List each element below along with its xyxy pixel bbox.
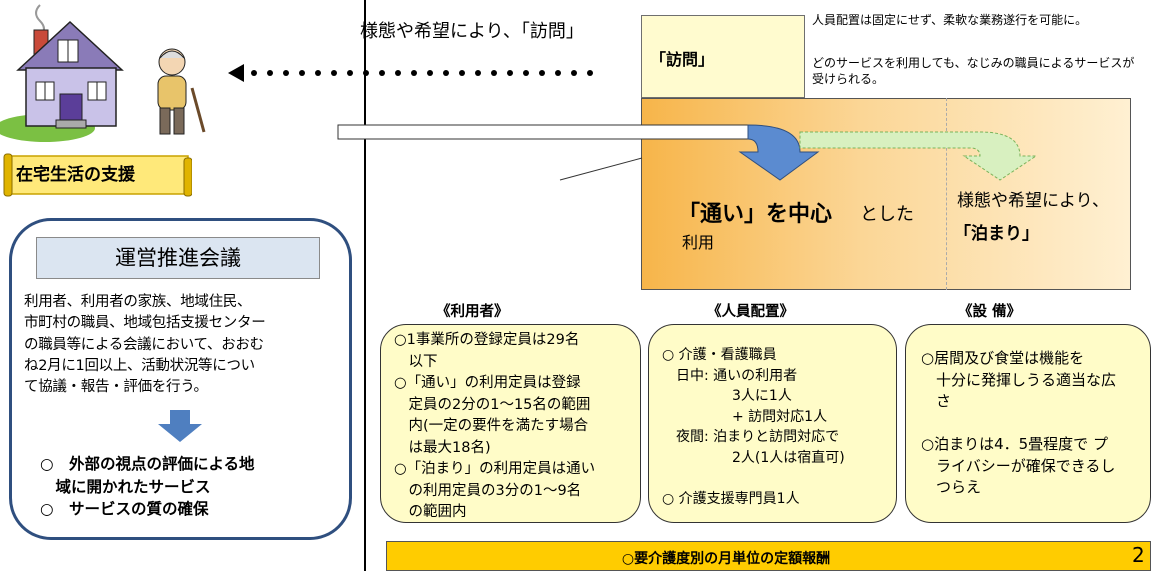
council-description: 利用者、利用者の家族、地域住民、 市町村の職員、地域包括支援センター の職員等に…: [24, 292, 334, 398]
house-with-elderly-man-illustration: [0, 4, 206, 142]
visit-caption: 様態や希望により、「訪問」: [360, 21, 584, 42]
facilities-detail-line: さ: [921, 392, 952, 410]
users-detail-line: の利用定員の3分の1～9名: [394, 482, 582, 499]
facilities-heading: 《設 備》: [958, 304, 1022, 320]
day-service-label: 「通い」を中心: [678, 202, 833, 227]
users-detail-line: 内(一定の要件を満たす場合: [394, 418, 589, 434]
flow-arrows: [337, 124, 1038, 181]
facilities-detail-line: ライバシーが確保できるし: [921, 456, 1116, 475]
day-service-use: 利用: [682, 233, 715, 252]
stay-label: 「泊まり」: [954, 224, 1039, 244]
facilities-detail-line: ○居間及び食堂は機能を: [921, 349, 1085, 367]
users-detail-line: ○「通い」の利用定員は登録: [394, 375, 581, 391]
vertical-divider: [364, 0, 366, 571]
facilities-detail-line: つらえ: [921, 478, 982, 496]
staffing-detail-line: 3人に1人: [662, 388, 792, 404]
staffing-heading: 《人員配置》: [707, 304, 794, 320]
facilities-details: ○居間及び食堂は機能を 十分に発揮しうる適当な広 さ ​ ○泊まりは4．5畳程度…: [921, 348, 1146, 499]
staffing-detail-line: ○ 介護支援専門員1人: [662, 490, 800, 507]
staffing-detail-line: ○ 介護・看護職員: [662, 347, 777, 363]
users-details: ○1事業所の登録定員は29名 以下 ○「通い」の利用定員は登録 定員の2分の1～…: [394, 330, 634, 524]
council-title: 運営推進会議: [36, 237, 320, 279]
users-heading: 《利用者》: [436, 304, 509, 320]
dotted-left-arrow-icon: [228, 64, 593, 82]
monthly-fee-text: ○要介護度別の月単位の定額報酬: [621, 551, 831, 567]
staffing-detail-line: 夜間: 泊まりと訪問対応で: [662, 429, 840, 445]
council-outcome-line: 域に開かれたサービス: [40, 478, 211, 496]
staffing-detail-line: + 訪問対応1人: [662, 408, 828, 425]
familiar-staff-note: どのサービスを利用しても、なじみの職員によるサービスが受けられる。: [812, 56, 1135, 86]
users-detail-line: 定員の2分の1～15名の範囲: [394, 396, 591, 413]
council-outcome-open-service: ○ 外部の視点の評価による地 域に開かれたサービス: [40, 453, 330, 499]
visit-label: 「訪問」: [650, 50, 715, 69]
staffing-note: 人員配置は固定にせず、柔軟な業務遂行を可能に。: [812, 13, 1088, 27]
users-detail-line: ○「泊まり」の利用定員は通い: [394, 461, 596, 477]
page-number: 2: [1132, 543, 1145, 567]
home-living-support-label: 在宅生活の支援: [16, 165, 135, 185]
council-description-line: て協議・報告・評価を行う。: [24, 379, 208, 396]
staffing-box: [648, 324, 897, 523]
users-box: [380, 324, 641, 523]
center-box-divider: [946, 98, 947, 290]
users-detail-line: の範囲内: [394, 504, 467, 520]
users-detail-line: 以下: [394, 353, 438, 370]
down-arrow-icon: [158, 410, 202, 442]
staffing-detail-line: ​: [662, 468, 897, 489]
scroll-banner: [3, 153, 192, 197]
facilities-detail-line: ○泊まりは4．5畳程度で プ: [921, 435, 1108, 453]
facilities-detail-line: 十分に発揮しうる適当な広: [921, 370, 1117, 389]
users-detail-line: ○1事業所の登録定員は29名: [394, 332, 580, 348]
council-description-line: の職員等による会議において、おおむ: [24, 336, 264, 353]
facilities-detail-line: ​: [921, 413, 1146, 435]
staffing-detail-line: 2人(1人は宿直可): [662, 449, 845, 466]
council-description-line: 市町村の職員、地域包括支援センター: [24, 315, 266, 332]
council-description-line: ね2月に1回以上、活動状況等につい: [24, 357, 255, 374]
day-service-suffix: とした: [860, 204, 914, 225]
council-outcome-line: ○ 外部の視点の評価による地: [40, 455, 255, 473]
council-description-line: 利用者、利用者の家族、地域住民、: [24, 294, 252, 310]
visit-box: [641, 15, 805, 98]
stay-caption: 様態や希望により、: [957, 191, 1109, 211]
staffing-detail-line: 日中: 通いの利用者: [662, 367, 798, 384]
facilities-box: [905, 324, 1151, 523]
users-detail-line: は最大18名): [394, 439, 491, 456]
staffing-details: ○ 介護・看護職員 日中: 通いの利用者 3人に1人 + 訪問対応1人 夜間: …: [662, 345, 897, 509]
council-outcome-quality: ○ サービスの質の確保: [40, 500, 209, 518]
